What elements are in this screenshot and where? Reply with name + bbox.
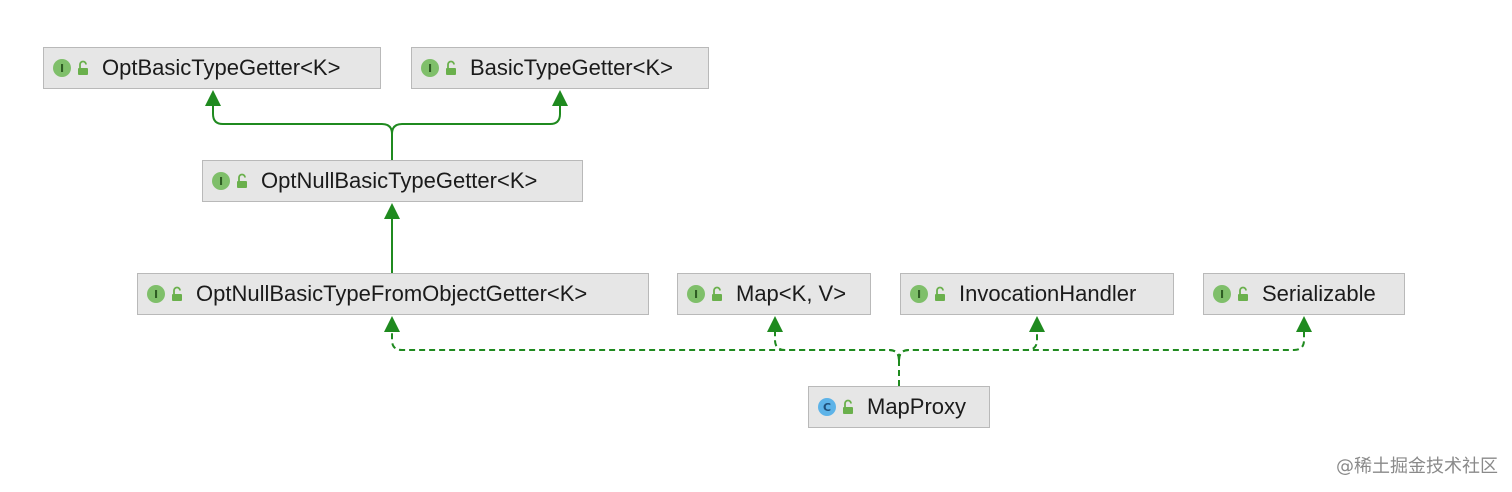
watermark: @稀土掘金技术社区 bbox=[1336, 456, 1498, 477]
arrowhead bbox=[384, 316, 400, 332]
node-label: InvocationHandler bbox=[959, 281, 1137, 306]
node-label: OptNullBasicTypeFromObjectGetter<K> bbox=[196, 281, 588, 306]
node-serializable[interactable]: I Serializable bbox=[1203, 273, 1405, 315]
open-lock-icon bbox=[712, 286, 722, 301]
arrowhead bbox=[1029, 316, 1045, 332]
arrowhead bbox=[384, 203, 400, 219]
node-label: OptNullBasicTypeGetter<K> bbox=[261, 168, 538, 193]
interface-badge-icon: I bbox=[421, 59, 439, 77]
interface-badge-icon: I bbox=[53, 59, 71, 77]
node-basic-type-getter[interactable]: I BasicTypeGetter<K> bbox=[411, 47, 709, 89]
edge-implements-map bbox=[774, 332, 900, 361]
node-label: BasicTypeGetter<K> bbox=[470, 55, 673, 80]
node-opt-null-basic-type-getter[interactable]: I OptNullBasicTypeGetter<K> bbox=[202, 160, 583, 202]
interface-badge-icon: I bbox=[687, 285, 705, 303]
open-lock-icon bbox=[78, 60, 88, 75]
arrowhead bbox=[552, 90, 568, 106]
node-label: MapProxy bbox=[867, 394, 967, 419]
node-label: OptBasicTypeGetter<K> bbox=[102, 55, 341, 80]
node-opt-basic-type-getter[interactable]: I OptBasicTypeGetter<K> bbox=[43, 47, 381, 89]
node-invocation-handler[interactable]: I InvocationHandler bbox=[900, 273, 1174, 315]
edge-extends-basic-type-getter bbox=[391, 106, 561, 135]
interface-badge-icon: I bbox=[147, 285, 165, 303]
open-lock-icon bbox=[172, 286, 182, 301]
arrowhead bbox=[1296, 316, 1312, 332]
node-map[interactable]: I Map<K, V> bbox=[677, 273, 871, 315]
edge-extends-opt-basic-type-getter bbox=[212, 106, 393, 160]
edge-implements-serializable bbox=[898, 332, 1305, 361]
edge-implements-invocation-handler bbox=[898, 332, 1038, 361]
interface-badge-icon: I bbox=[212, 172, 230, 190]
interface-badge-icon: I bbox=[1213, 285, 1231, 303]
open-lock-icon bbox=[843, 399, 853, 414]
node-map-proxy[interactable]: C MapProxy bbox=[808, 386, 990, 428]
node-opt-null-basic-type-from-object-getter[interactable]: I OptNullBasicTypeFromObjectGetter<K> bbox=[137, 273, 649, 315]
open-lock-icon bbox=[935, 286, 945, 301]
interface-badge-icon: I bbox=[910, 285, 928, 303]
arrowhead bbox=[767, 316, 783, 332]
open-lock-icon bbox=[446, 60, 456, 75]
open-lock-icon bbox=[237, 173, 247, 188]
open-lock-icon bbox=[1238, 286, 1248, 301]
class-badge-icon: C bbox=[818, 398, 836, 416]
node-label: Serializable bbox=[1262, 281, 1376, 306]
node-label: Map<K, V> bbox=[736, 281, 847, 306]
arrowhead bbox=[205, 90, 221, 106]
edge-implements-opt-null-basic-type-from-object-getter bbox=[391, 332, 900, 361]
